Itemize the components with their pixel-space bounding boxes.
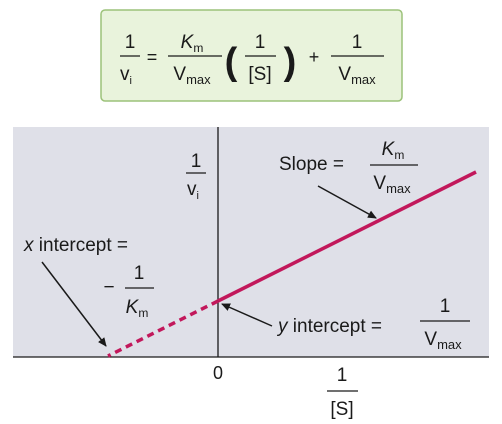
x-intercept-arrow <box>41 261 107 347</box>
y-intercept-numerator: 1 <box>440 296 451 317</box>
x-intercept-numerator: 1 <box>134 263 145 284</box>
y-intercept-arrow <box>221 303 273 327</box>
eq-equals: = <box>147 47 158 67</box>
eq-paren-close: ) <box>284 41 297 83</box>
x-tick-label-zero: 0 <box>213 363 223 383</box>
line-dashed-extrapolation <box>107 299 219 358</box>
slope-arrow <box>317 185 377 219</box>
eq-km: Km <box>181 32 204 55</box>
slope-vmax: Vmax <box>373 173 411 196</box>
y-intercept-label: y intercept = <box>276 316 382 337</box>
x-intercept-minus: − <box>103 277 114 298</box>
equation-box: 1 vi = Km Vmax ( 1 [S] ) + 1 Vmax <box>100 9 403 102</box>
eq-vmax: Vmax <box>173 64 211 87</box>
eq-last-denominator: Vmax <box>338 64 376 87</box>
y-intercept-vmax: Vmax <box>424 329 462 352</box>
x-intercept-km: Km <box>126 297 149 320</box>
eq-lhs-numerator: 1 <box>125 32 136 53</box>
x-axis-label-numerator: 1 <box>337 365 348 386</box>
line-solid-segment <box>217 170 477 303</box>
eq-s-denominator: [S] <box>248 64 271 85</box>
slope-km: Km <box>382 139 405 162</box>
x-axis-label-denominator: [S] <box>330 399 353 420</box>
y-axis-label-denominator: vi <box>187 179 199 202</box>
y-axis-label-numerator: 1 <box>191 151 202 172</box>
eq-s-numerator: 1 <box>255 32 266 53</box>
plot: 1 vi Slope = Km Vmax x intercept = − 1 K… <box>13 127 489 358</box>
eq-last-numerator: 1 <box>352 32 363 53</box>
slope-label: Slope = <box>279 154 344 175</box>
x-intercept-label: x intercept = <box>23 235 128 256</box>
eq-paren-open: ( <box>225 41 238 83</box>
eq-lhs-denominator: vi <box>120 64 132 87</box>
eq-plus: + <box>309 47 320 67</box>
